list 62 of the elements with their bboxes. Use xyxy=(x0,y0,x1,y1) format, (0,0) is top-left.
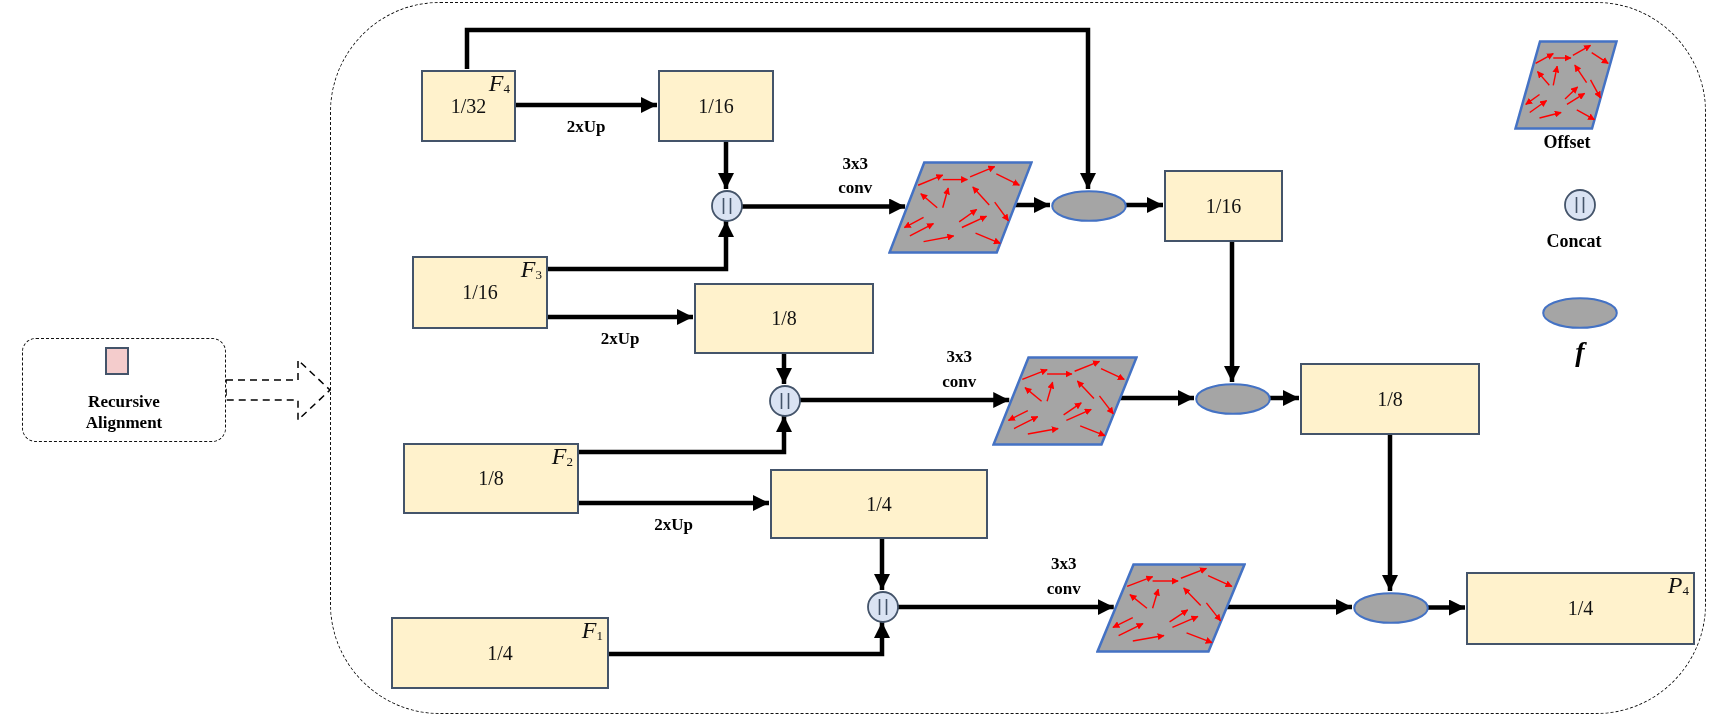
dashed-frame xyxy=(330,2,1706,714)
feature-label: F$_{3}$ xyxy=(520,256,542,283)
feature-label: F$_{2}$ xyxy=(551,443,573,470)
arrow xyxy=(800,392,1010,408)
arrow xyxy=(547,221,734,272)
arrow xyxy=(1119,390,1194,406)
arrow xyxy=(1226,599,1352,615)
arrow xyxy=(741,198,906,215)
arrow xyxy=(776,353,792,384)
arrow xyxy=(1270,390,1299,406)
arrow xyxy=(1428,599,1465,616)
hollow-arrow xyxy=(225,358,332,422)
scale-label: 1/4 xyxy=(866,492,892,516)
arrow xyxy=(464,27,1096,189)
scale-label: 1/4 xyxy=(1567,597,1594,620)
feature-box xyxy=(403,443,579,514)
feature-box xyxy=(421,70,516,142)
scale-label: 1/16 xyxy=(462,281,498,304)
concat-symbol xyxy=(769,385,801,417)
arrow xyxy=(718,141,734,189)
scale-label: 1/16 xyxy=(1205,194,1242,218)
arrow xyxy=(578,416,792,455)
offset-drawing xyxy=(992,356,1138,446)
legend-label: Concat xyxy=(1546,231,1602,252)
arrow xyxy=(547,309,693,325)
scale-label: 1/16 xyxy=(698,94,734,118)
fusion-ellipse xyxy=(1195,383,1271,415)
arrow xyxy=(515,97,657,113)
arrow xyxy=(608,622,890,657)
arrow xyxy=(874,538,890,590)
scale-label: 1/8 xyxy=(1377,387,1403,411)
scale-label: 1/32 xyxy=(450,94,487,118)
feature-box xyxy=(1466,572,1695,645)
feature-box xyxy=(694,283,874,354)
arrow xyxy=(1224,241,1240,382)
offset-drawing xyxy=(1096,563,1246,653)
module-label: Recursive Alignment xyxy=(84,390,164,433)
fusion-ellipse xyxy=(1051,190,1127,222)
feature-box xyxy=(391,617,609,689)
concat-symbol xyxy=(867,591,899,623)
fusion-ellipse xyxy=(1353,592,1429,624)
feature-label: P$_{4}$ xyxy=(1667,572,1689,599)
module-box xyxy=(22,338,226,442)
arrow xyxy=(578,495,769,511)
arrow xyxy=(897,599,1114,615)
feature-label: F$_{4}$ xyxy=(488,70,510,97)
feature-box xyxy=(770,469,988,539)
feature-label: F$_{1}$ xyxy=(581,617,603,644)
scale-label: 1/8 xyxy=(478,467,504,490)
legend-label: f xyxy=(1575,336,1585,368)
offset-drawing xyxy=(888,161,1033,254)
feature-box xyxy=(412,256,548,329)
feature-box xyxy=(1300,363,1480,435)
arrow xyxy=(1014,197,1050,213)
concat-symbol xyxy=(711,190,743,222)
arrow xyxy=(1382,434,1398,591)
feature-box xyxy=(658,70,774,142)
scale-label: 1/8 xyxy=(771,307,797,330)
arrow xyxy=(1126,197,1163,213)
feature-box xyxy=(1164,170,1283,242)
legend-label: Offset xyxy=(1543,132,1591,153)
scale-label: 1/4 xyxy=(487,641,513,665)
